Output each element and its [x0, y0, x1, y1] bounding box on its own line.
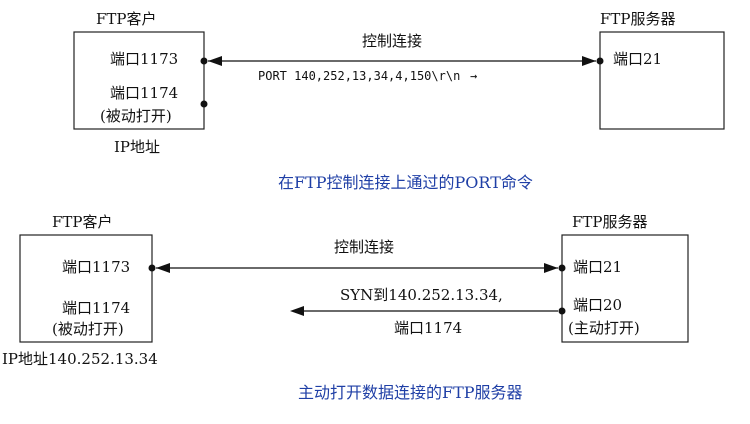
top-server-box: [599, 31, 725, 130]
top-client-port-1173-dot: [200, 57, 208, 65]
bottom-server-box: [561, 234, 689, 343]
bottom-server-title: FTP服务器: [572, 213, 648, 231]
top-control-arrow-right: [582, 56, 596, 66]
bottom-client-port-1173: 端口1173: [62, 258, 130, 276]
top-client-port-1174: 端口1174: [110, 84, 178, 102]
top-control-connection-label: 控制连接: [362, 32, 422, 50]
bottom-client-box: [19, 234, 153, 343]
top-client-title: FTP客户: [96, 10, 157, 28]
bottom-syn-label: SYN到140.252.13.34,: [340, 286, 503, 304]
bottom-client-title: FTP客户: [52, 213, 113, 231]
top-server-title: FTP服务器: [600, 10, 676, 28]
top-control-arrow-left: [208, 56, 222, 66]
top-diagram: FTP客户 端口1173 端口1174 (被动打开) IP地址 FTP服务器 端…: [73, 10, 725, 192]
bottom-control-arrow-right: [544, 263, 558, 273]
bottom-client-ip-label: IP地址140.252.13.34: [2, 350, 158, 368]
top-client-ip-label: IP地址: [114, 138, 160, 156]
top-port-command-arrow: →: [470, 69, 477, 83]
top-server-port-21: 端口21: [613, 50, 662, 68]
bottom-control-connection-label: 控制连接: [334, 238, 394, 256]
bottom-server-active-open: (主动打开): [568, 319, 640, 337]
top-client-passive-open: (被动打开): [100, 107, 172, 125]
bottom-diagram: FTP客户 端口1173 端口1174 (被动打开) IP地址140.252.1…: [2, 213, 689, 402]
bottom-client-port-1173-dot: [148, 264, 156, 272]
bottom-server-port-21: 端口21: [573, 258, 622, 276]
bottom-syn-arrowhead: [290, 306, 304, 316]
top-port-command: PORT 140,252,13,34,4,150\r\n: [258, 69, 460, 83]
top-client-box: [73, 31, 205, 130]
top-client-port-1174-dot: [200, 100, 208, 108]
top-client-port-1173: 端口1173: [110, 50, 178, 68]
bottom-server-port-21-dot: [558, 264, 566, 272]
top-server-port-21-dot: [596, 57, 604, 65]
bottom-client-port-1174: 端口1174: [62, 299, 130, 317]
bottom-syn-port-label: 端口1174: [394, 319, 462, 337]
bottom-server-port-20: 端口20: [573, 296, 622, 314]
top-caption: 在FTP控制连接上通过的PORT命令: [278, 173, 533, 192]
bottom-client-passive-open: (被动打开): [52, 320, 124, 338]
bottom-server-port-20-dot: [558, 307, 566, 315]
bottom-control-arrow-left: [156, 263, 170, 273]
bottom-caption: 主动打开数据连接的FTP服务器: [298, 383, 523, 402]
